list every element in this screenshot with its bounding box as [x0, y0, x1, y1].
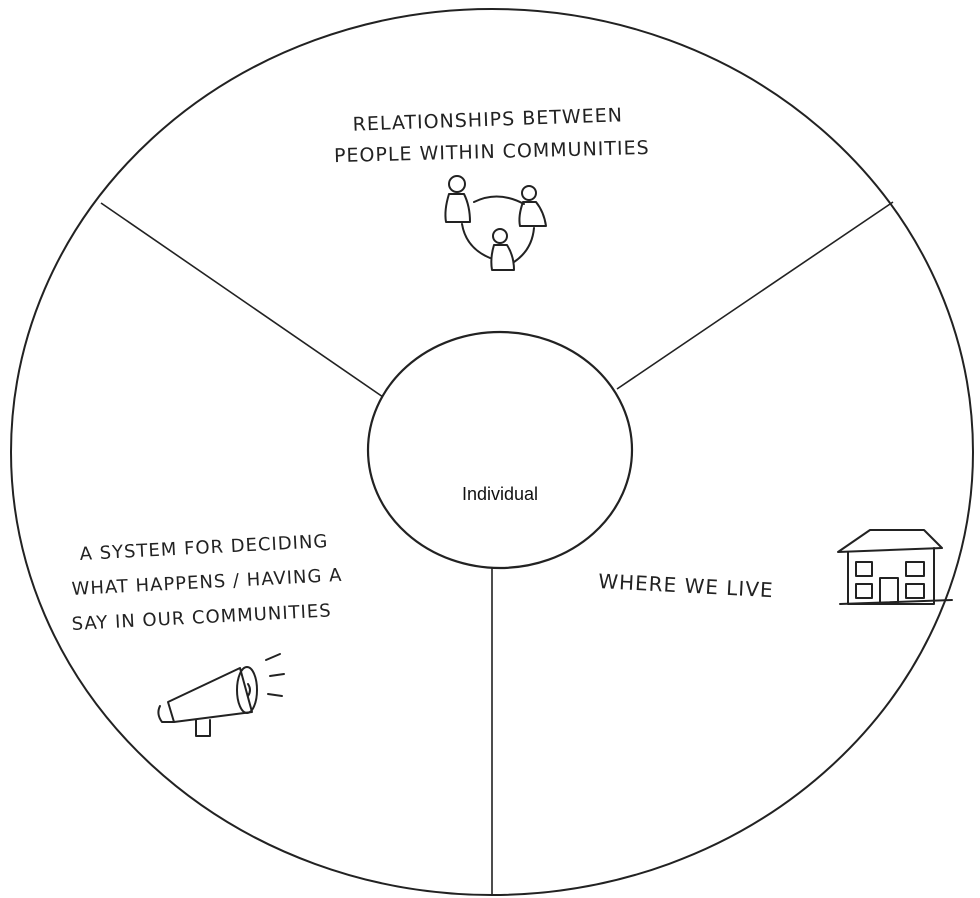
center-label: Individual [462, 484, 538, 504]
house-icon [837, 529, 953, 605]
people-network-icon [444, 175, 547, 271]
divider-top-left [100, 202, 384, 398]
divider-top-right [616, 201, 894, 390]
center-circle [366, 330, 634, 570]
megaphone-icon [157, 653, 285, 737]
